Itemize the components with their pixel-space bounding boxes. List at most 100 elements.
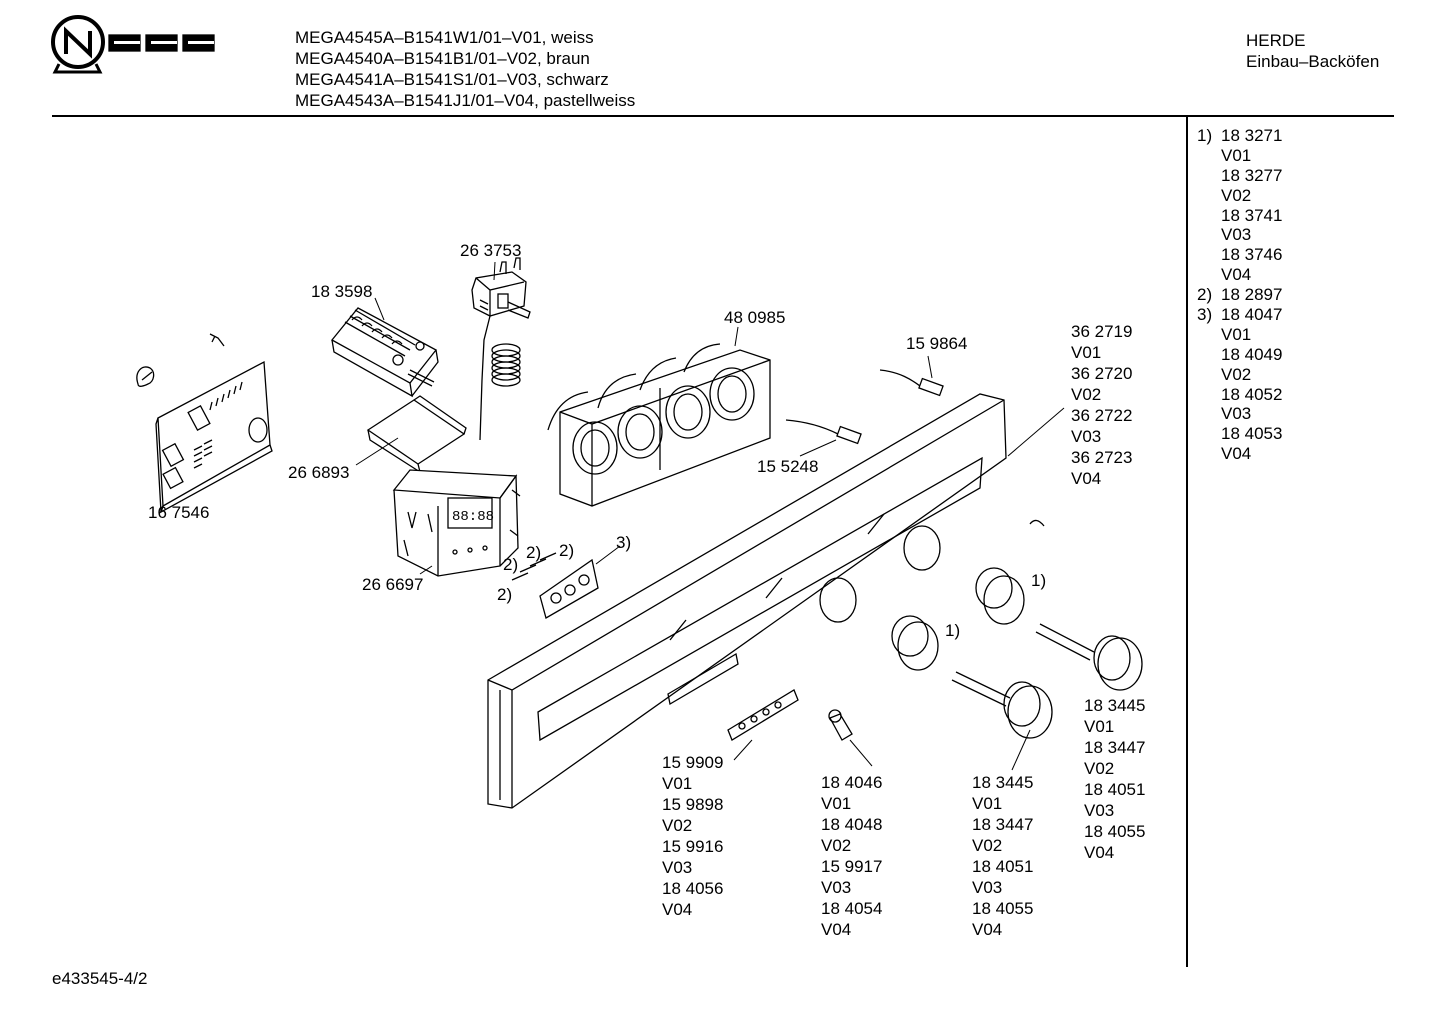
variant-code: V04 (1084, 843, 1115, 862)
variant-code: V03 (1221, 225, 1252, 245)
part-number: 18 3445 (972, 773, 1034, 792)
marker-1: 1) (945, 621, 961, 640)
variant-code: V01 (1221, 324, 1252, 344)
part-number: 18 4052 (1221, 384, 1283, 404)
variant-code: V03 (972, 878, 1003, 897)
variant-code: V02 (1071, 385, 1102, 404)
variant-code: V04 (1071, 469, 1102, 488)
part-label-bezel: 48 0985 (724, 308, 786, 327)
variant-code: V01 (1084, 717, 1115, 736)
variant-code: V02 (1221, 185, 1252, 205)
marker-3: 3) (616, 533, 632, 552)
mounting-bracket (366, 395, 467, 474)
sidebar-group-2-head: 2) 18 2897 (1197, 285, 1282, 305)
variant-code: V04 (662, 900, 693, 919)
variant-code: V02 (972, 836, 1003, 855)
part-number: 36 2719 (1071, 322, 1133, 341)
part-number: 18 4047 (1221, 305, 1283, 325)
strip-part-list: 15 9909 V01 15 9898 V02 15 9916 V03 18 4… (662, 752, 723, 920)
model-line: MEGA4545A–B1541W1/01–V01, weiss (295, 28, 594, 47)
variant-code: V01 (1221, 145, 1252, 165)
part-number: 18 3277 (1221, 165, 1283, 185)
thermostat (471, 257, 531, 441)
model-line: MEGA4543A–B1541J1/01–V04, pastellweiss (295, 91, 636, 110)
part-label-switch: 18 3598 (311, 282, 373, 301)
part-number: 36 2720 (1071, 364, 1133, 383)
marker-1: 1) (1031, 571, 1047, 590)
part-number: 18 3447 (1084, 738, 1146, 757)
part-number: 18 4056 (662, 879, 724, 898)
part-number: 15 9916 (662, 837, 724, 856)
document-id: e433545-4/2 (52, 969, 148, 988)
marker-2: 2) (497, 585, 513, 604)
part-number: 18 2897 (1221, 285, 1283, 305)
part-number: 36 2723 (1071, 448, 1133, 467)
part-number: 18 4054 (821, 899, 883, 918)
variant-code: V02 (1084, 759, 1115, 778)
variant-code: V01 (972, 794, 1003, 813)
lamp-bulb (828, 709, 853, 741)
lamp-part-list: 18 4046 V01 18 4048 V02 15 9917 V03 18 4… (821, 772, 882, 940)
part-number: 18 3741 (1221, 205, 1283, 225)
part-label-lamp-wire-2: 15 5248 (757, 457, 819, 476)
marker-2: 2) (526, 543, 542, 562)
category-label: HERDE (1246, 31, 1306, 50)
variant-code: V04 (1221, 444, 1252, 464)
model-line: MEGA4540A–B1541B1/01–V02, braun (295, 49, 590, 68)
control-panel (487, 393, 1045, 809)
indicator-strip (727, 689, 799, 741)
part-number: 18 4046 (821, 773, 883, 792)
part-number: 18 4051 (1084, 780, 1146, 799)
electronic-clock: 88:88 (392, 469, 521, 577)
model-line: MEGA4541A–B1541S1/01–V03, schwarz (295, 70, 609, 89)
variant-code: V03 (1084, 801, 1115, 820)
indicator-lamp-wire (785, 369, 944, 445)
part-number: 18 4055 (972, 899, 1034, 918)
part-number: 15 9909 (662, 753, 724, 772)
part-number: 18 3746 (1221, 245, 1283, 265)
model-list: MEGA4545A–B1541W1/01–V01, weiss MEGA4540… (295, 27, 635, 111)
sidebar-group-1-head: 1) 18 3271 (1197, 126, 1282, 146)
marker-2: 2) (559, 541, 575, 560)
screw (209, 333, 225, 347)
variant-sidebar: 1) 18 3271 V01 18 3277 V02 18 3741 V03 18… (1197, 126, 1282, 464)
marker-2: 2) (503, 555, 519, 574)
part-number: 15 9898 (662, 795, 724, 814)
variant-code: V02 (821, 836, 852, 855)
part-number: 18 3445 (1084, 696, 1146, 715)
group-marker: 1) (1197, 126, 1213, 145)
variant-code: V03 (821, 878, 852, 897)
subcategory-label: Einbau–Backöfen (1246, 52, 1380, 71)
part-number: 15 9917 (821, 857, 883, 876)
selector-switch (331, 307, 439, 398)
circuit-board (155, 360, 273, 514)
brand-logo (51, 15, 215, 74)
control-knob (951, 623, 1143, 739)
variant-code: V01 (1071, 343, 1102, 362)
knob-right-part-list: 18 3445 V01 18 3447 V02 18 4051 V03 18 4… (1084, 695, 1145, 863)
variant-code: V03 (1221, 404, 1252, 424)
part-number: 18 3447 (972, 815, 1034, 834)
category-heading: HERDE Einbau–Backöfen (1246, 30, 1379, 72)
variant-code: V01 (662, 774, 693, 793)
part-label-bracket: 26 6893 (288, 463, 350, 482)
variant-code: V04 (1221, 265, 1252, 285)
knob-cap (891, 567, 1025, 671)
knob-left-part-list: 18 3445 V01 18 3447 V02 18 4051 V03 18 4… (972, 772, 1033, 940)
group-marker: 2) (1197, 285, 1213, 305)
part-label-board: 16 7546 (148, 503, 210, 522)
part-number: 18 4051 (972, 857, 1034, 876)
part-number: 36 2722 (1071, 406, 1133, 425)
svg-text:88:88: 88:88 (452, 509, 494, 525)
part-label-clock: 26 6697 (362, 575, 424, 594)
fuse-holders (511, 552, 599, 619)
cable-clip (136, 366, 155, 387)
part-number: 18 4055 (1084, 822, 1146, 841)
part-label-lamp-wire-1: 15 9864 (906, 334, 968, 353)
knob-bezel (547, 343, 771, 507)
part-number: 18 3271 (1221, 126, 1283, 145)
part-label-thermostat: 26 3753 (460, 241, 522, 260)
part-number: 18 4049 (1221, 344, 1283, 364)
panel-part-list: 36 2719 V01 36 2720 V02 36 2722 V03 36 2… (1071, 321, 1132, 489)
